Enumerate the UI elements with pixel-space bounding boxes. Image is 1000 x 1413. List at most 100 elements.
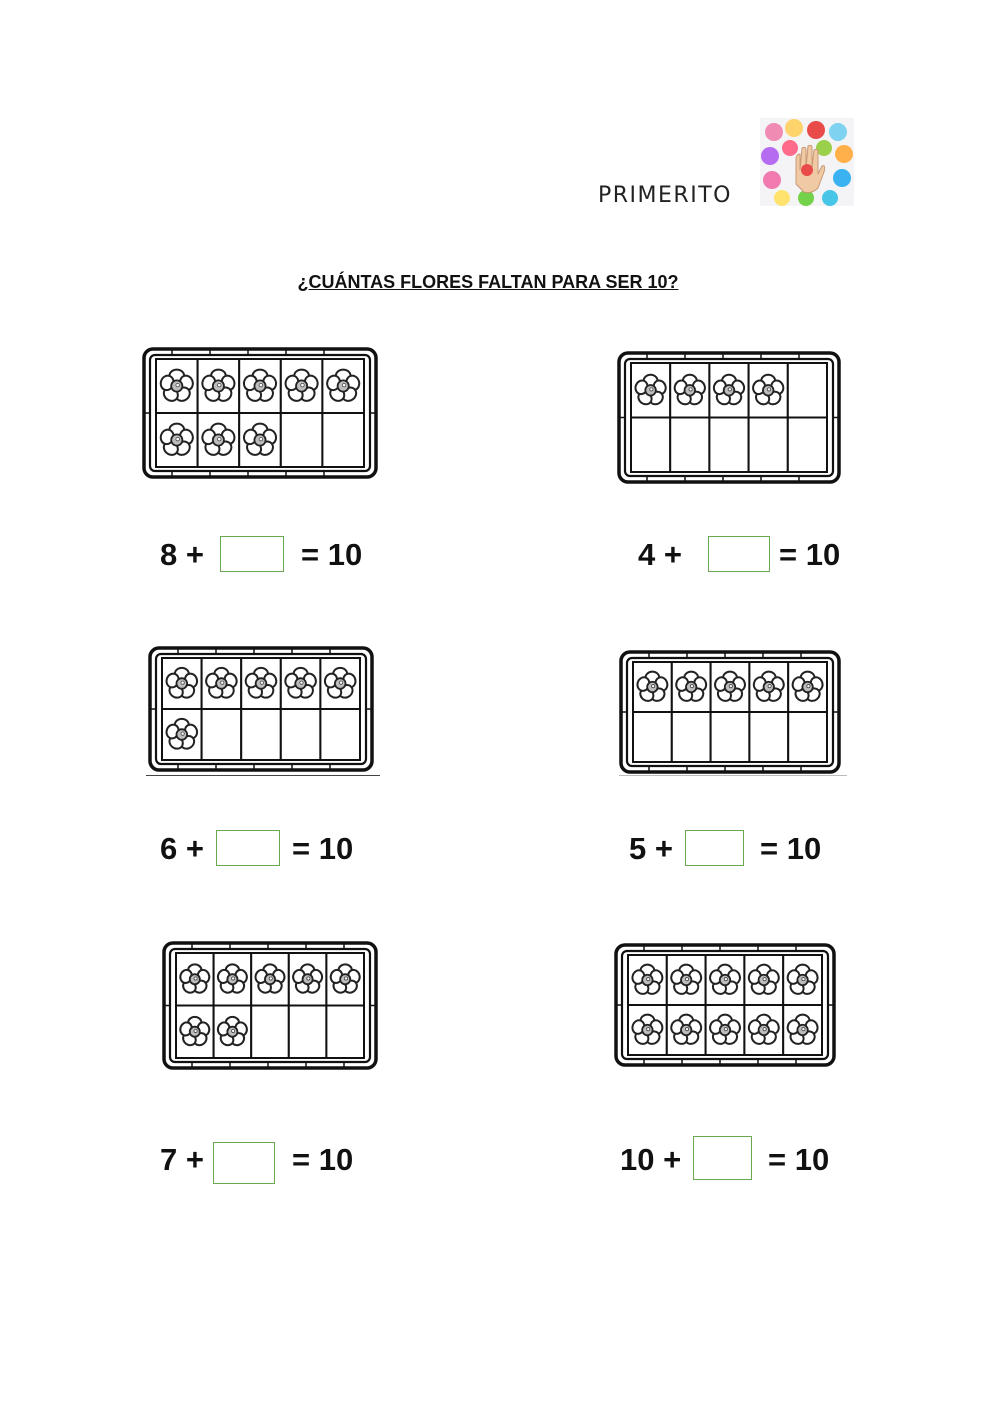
tray-rim-marks	[616, 945, 834, 1065]
equation: 6 + = 10	[160, 829, 380, 869]
answer-box[interactable]	[693, 1136, 752, 1180]
colorful-hearts-hand-icon	[760, 118, 854, 206]
ten-frame-cell	[747, 416, 789, 473]
flower-icon	[636, 670, 669, 702]
flower-icon	[670, 1013, 703, 1045]
flower-icon	[631, 1013, 664, 1045]
equation-addend: 4 +	[638, 537, 682, 572]
equation: 8 + = 10	[160, 535, 380, 575]
ten-frame	[614, 943, 836, 1067]
ten-frame-cell	[287, 1004, 328, 1059]
flower-icon	[216, 963, 248, 994]
flower-icon	[165, 717, 199, 750]
equation-addend: 6 +	[160, 831, 204, 866]
ten-frame	[142, 347, 378, 479]
flower-icon	[242, 422, 278, 456]
flower-icon	[165, 666, 199, 699]
ten-frame-cell	[787, 711, 828, 763]
divider-line	[619, 775, 847, 776]
flower-icon	[709, 963, 741, 995]
flower-icon	[752, 670, 785, 702]
equation-total: = 10	[768, 1142, 830, 1177]
ten-frame-cell	[200, 708, 243, 761]
answer-box[interactable]	[685, 830, 744, 866]
ten-frame-cell	[748, 711, 790, 763]
tray-rim-marks	[619, 353, 839, 482]
flower-icon	[201, 422, 236, 456]
flower-icon	[714, 670, 746, 702]
divider-line	[146, 775, 380, 776]
flower-icon	[179, 1015, 211, 1047]
flower-icon	[284, 368, 319, 402]
equation-addend: 10 +	[620, 1142, 682, 1177]
ten-frame-cell	[709, 711, 751, 763]
tray-rim-marks	[164, 943, 376, 1068]
flower-icon	[284, 666, 317, 699]
flower-icon	[179, 963, 211, 994]
equation: 7 + = 10	[160, 1140, 380, 1184]
ten-frame-cell	[240, 708, 282, 761]
flower-icon	[673, 373, 706, 406]
equation-total: = 10	[292, 1142, 354, 1177]
answer-box[interactable]	[708, 536, 770, 572]
flower-icon	[326, 368, 361, 402]
tray-rim-marks	[144, 349, 376, 477]
flower-icon	[216, 1015, 248, 1047]
ten-frame-cell	[670, 711, 712, 763]
equation-addend: 7 +	[160, 1142, 204, 1177]
equation-total: = 10	[292, 831, 354, 866]
ten-frame	[148, 646, 374, 772]
ten-frame	[617, 351, 841, 484]
ten-frame-cell	[279, 412, 324, 468]
ten-frame-cell	[321, 412, 365, 468]
flower-icon	[786, 1013, 819, 1045]
flower-icon	[709, 1013, 741, 1045]
flower-icon	[254, 963, 286, 994]
equation-total: = 10	[760, 831, 822, 866]
flower-icon	[791, 670, 824, 702]
flower-icon	[675, 670, 708, 702]
ten-frame-cell	[279, 708, 322, 761]
flower-icon	[323, 666, 357, 699]
ten-frame-cell	[325, 1004, 365, 1059]
tray-rim-marks	[621, 652, 839, 772]
equation-total: = 10	[301, 537, 363, 572]
flower-icon	[292, 963, 324, 994]
ten-frame-cell	[319, 708, 361, 761]
flower-icon	[747, 1013, 780, 1045]
answer-box[interactable]	[213, 1142, 275, 1184]
ten-frame-cell	[786, 416, 829, 473]
tray-rim-marks	[150, 648, 372, 770]
flower-icon	[634, 373, 667, 406]
flower-icon	[786, 963, 819, 995]
equation: 10 + = 10	[620, 1136, 850, 1180]
flower-icon	[670, 963, 703, 995]
flower-icon	[631, 963, 664, 995]
flower-icon	[242, 368, 278, 402]
flower-icon	[159, 368, 194, 402]
brand-name: PRIMERITO	[598, 183, 732, 208]
flower-icon	[712, 373, 746, 406]
flower-icon	[244, 666, 278, 699]
equation-addend: 5 +	[629, 831, 673, 866]
flower-icon	[752, 373, 785, 406]
page-title: ¿CUÁNTAS FLORES FALTAN PARA SER 10?	[297, 272, 679, 292]
ten-frame-cell	[250, 1004, 290, 1059]
answer-box[interactable]	[216, 830, 280, 866]
ten-frame-cell	[708, 416, 750, 473]
ten-frame-cell	[669, 416, 711, 473]
ten-frame	[619, 650, 841, 774]
ten-frame-cell	[632, 711, 673, 763]
ten-frame-cell	[630, 416, 672, 473]
equation-addend: 8 +	[160, 537, 204, 572]
ten-frame-cell	[786, 362, 829, 419]
ten-frame	[162, 941, 378, 1070]
equation: 4 + = 10	[638, 535, 858, 575]
answer-box[interactable]	[220, 536, 284, 572]
flower-icon	[747, 963, 780, 995]
equation: 5 + = 10	[629, 829, 849, 869]
flower-icon	[329, 963, 361, 994]
flower-icon	[205, 666, 238, 699]
flower-icon	[201, 368, 236, 402]
flower-icon	[159, 422, 194, 456]
